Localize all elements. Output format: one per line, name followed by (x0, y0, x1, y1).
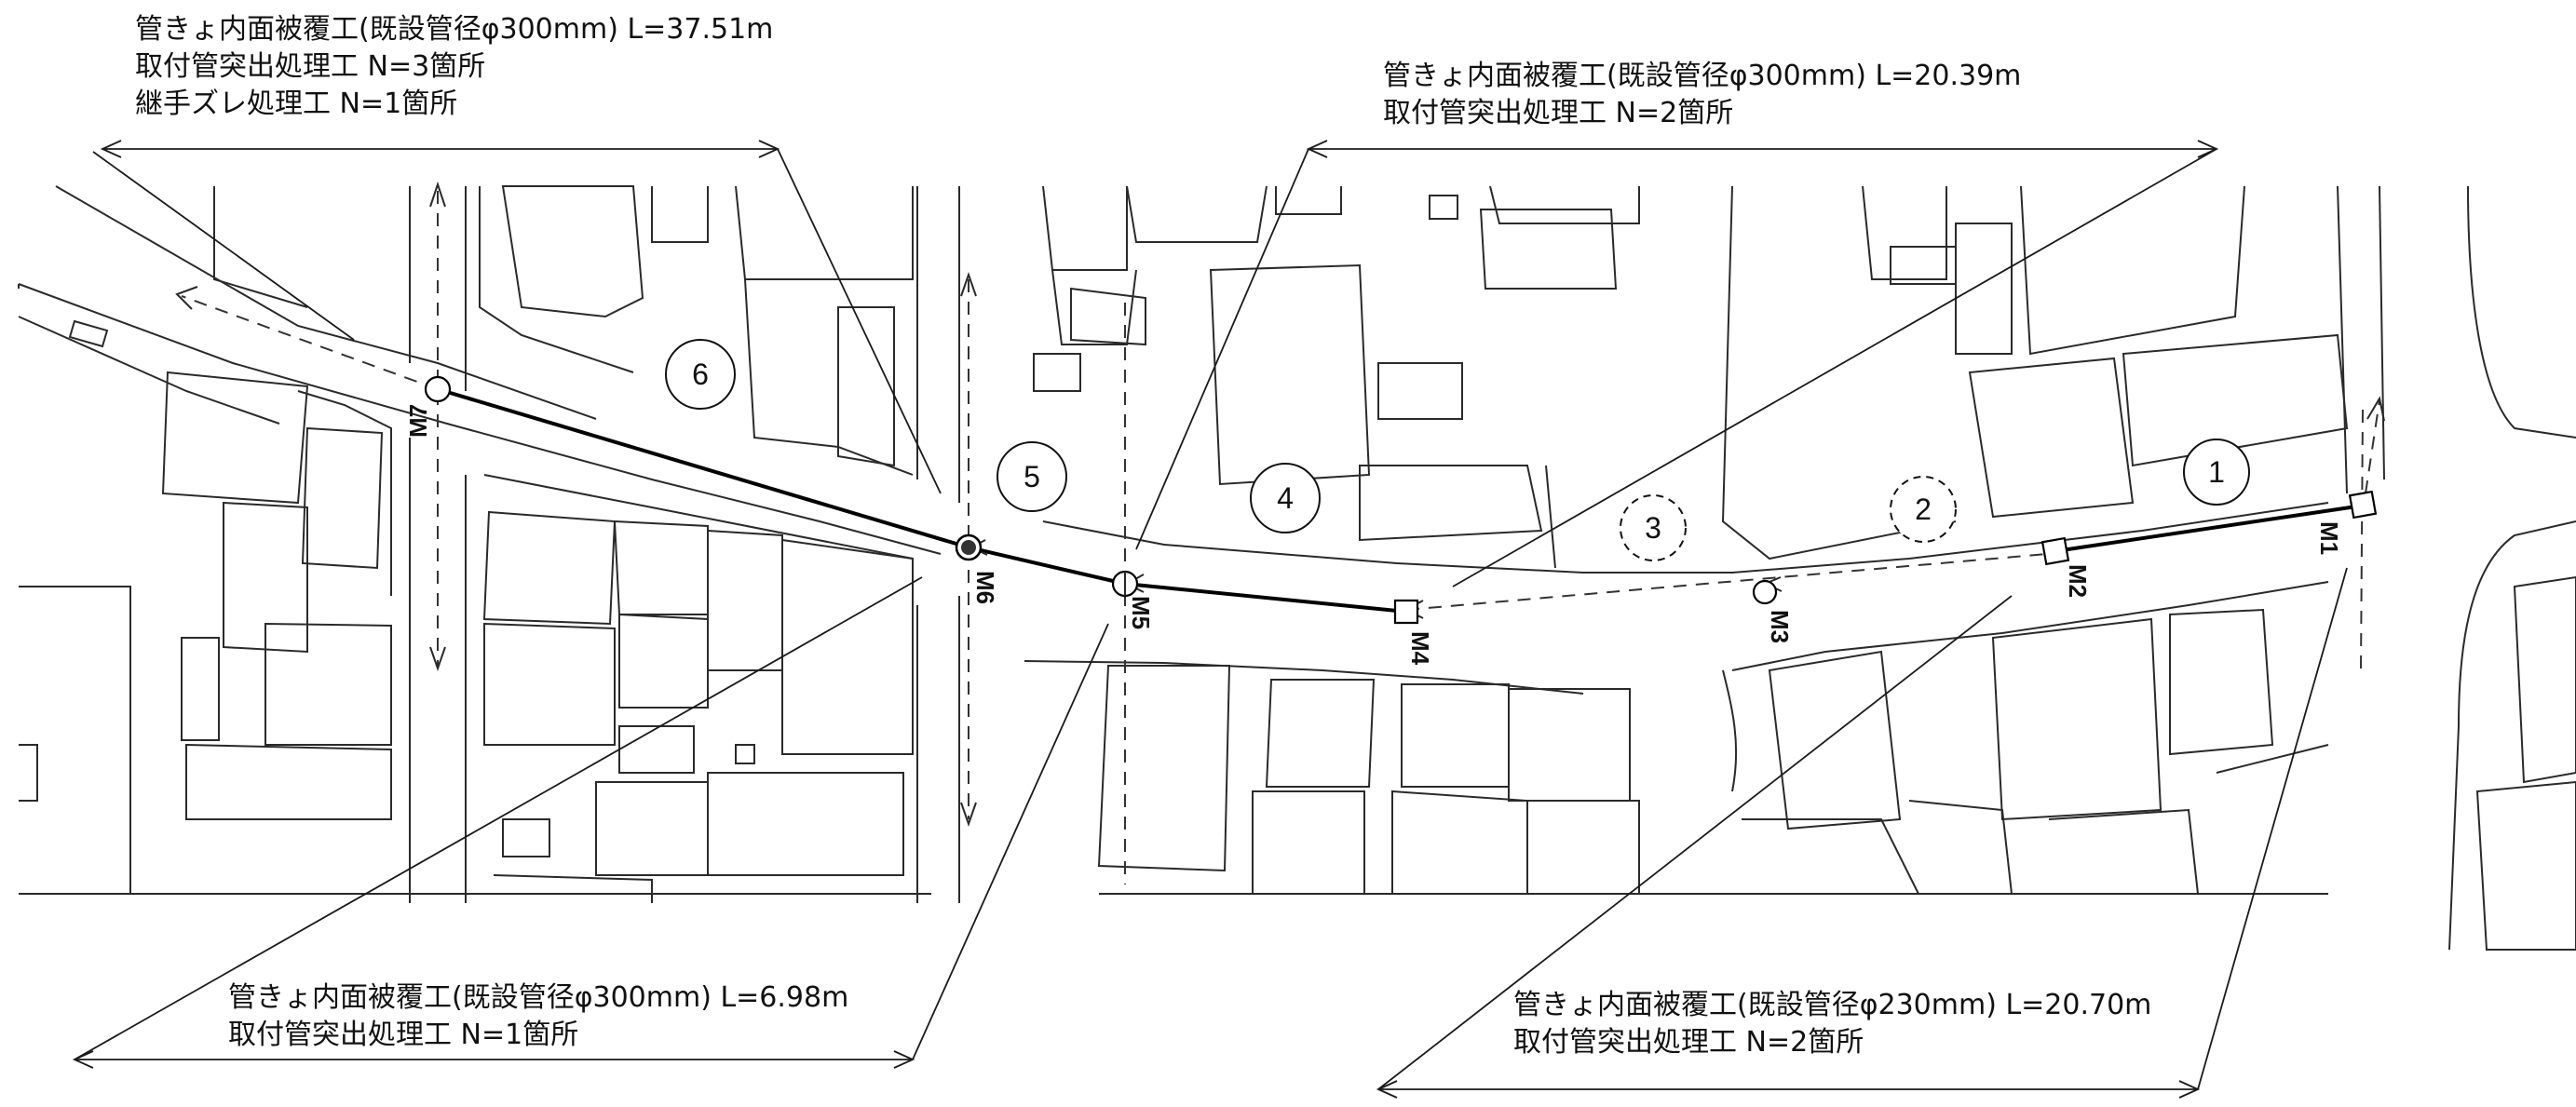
manhole-m2 (2042, 538, 2068, 564)
zone-marker-6-circle (665, 339, 736, 410)
leader-lines (75, 149, 2347, 1089)
zone-marker-1: 1 (2208, 455, 2225, 489)
note-bottom-right: 管きょ内面被覆工(既設管径φ230mm) L=20.70m 取付管突出処理工 N… (1513, 987, 2151, 1061)
manhole-label-m3: M3 (1766, 610, 1794, 643)
manhole-m3 (1752, 579, 1778, 605)
zone-marker-3: 3 (1645, 511, 1661, 545)
manhole-label-m2: M2 (2064, 564, 2092, 598)
manhole-label-m7: M7 (404, 404, 432, 438)
manhole-label-m6: M6 (971, 571, 999, 604)
zone-marker-2: 2 (1915, 493, 1932, 526)
note-bottom-right-line-1: 管きょ内面被覆工(既設管径φ230mm) L=20.70m (1513, 989, 2152, 1021)
zone-marker-4: 4 (1277, 481, 1294, 515)
dimension-lines (75, 141, 2217, 1098)
manhole-m7 (424, 375, 452, 403)
manhole-m1 (2350, 492, 2376, 518)
note-bottom-left-line-2: 取付管突出処理工 N=1箇所 (228, 1019, 579, 1051)
note-top-left-line-3: 継手ズレ処理工 N=1箇所 (135, 88, 458, 120)
flow-arrows (177, 184, 2384, 884)
note-top-right: 管きょ内面被覆工(既設管径φ300mm) L=20.39m 取付管突出処理工 N… (1383, 58, 2021, 132)
building-outlines (19, 186, 2576, 950)
manhole-label-m5: M5 (1127, 596, 1155, 629)
note-top-right-line-2: 取付管突出処理工 N=2箇所 (1383, 97, 1734, 129)
zone-marker-2-circle (1890, 476, 1957, 543)
note-top-right-line-1: 管きょ内面被覆工(既設管径φ300mm) L=20.39m (1383, 60, 2022, 92)
zone-marker-4-circle (1250, 463, 1321, 533)
note-bottom-left: 管きょ内面被覆工(既設管径φ300mm) L=6.98m 取付管突出処理工 N=… (228, 979, 848, 1054)
manholes (424, 375, 2376, 623)
note-top-left-line-1: 管きょ内面被覆工(既設管径φ300mm) L=37.51m (135, 13, 774, 46)
zone-markers: 1 2 3 4 5 6 (665, 339, 2250, 561)
manhole-m4 (1395, 601, 1417, 623)
manhole-label-m1: M1 (2315, 521, 2343, 555)
zone-marker-1-circle (2183, 439, 2250, 506)
zone-marker-5-circle (997, 441, 1067, 512)
note-top-left: 管きょ内面被覆工(既設管径φ300mm) L=37.51m 取付管突出処理工 N… (135, 11, 773, 123)
road-edges (19, 186, 2576, 950)
manhole-labels: M1 M2 M3 M4 M5 M6 M7 (404, 404, 2343, 666)
note-bottom-left-line-1: 管きょ内面被覆工(既設管径φ300mm) L=6.98m (228, 981, 849, 1014)
zone-marker-6: 6 (692, 358, 709, 391)
note-top-left-line-2: 取付管突出処理工 N=3箇所 (135, 50, 486, 83)
zone-marker-3-circle (1620, 494, 1687, 561)
zone-marker-5: 5 (1024, 460, 1040, 493)
manhole-label-m4: M4 (1406, 631, 1434, 666)
note-bottom-right-line-2: 取付管突出処理工 N=2箇所 (1513, 1026, 1864, 1059)
